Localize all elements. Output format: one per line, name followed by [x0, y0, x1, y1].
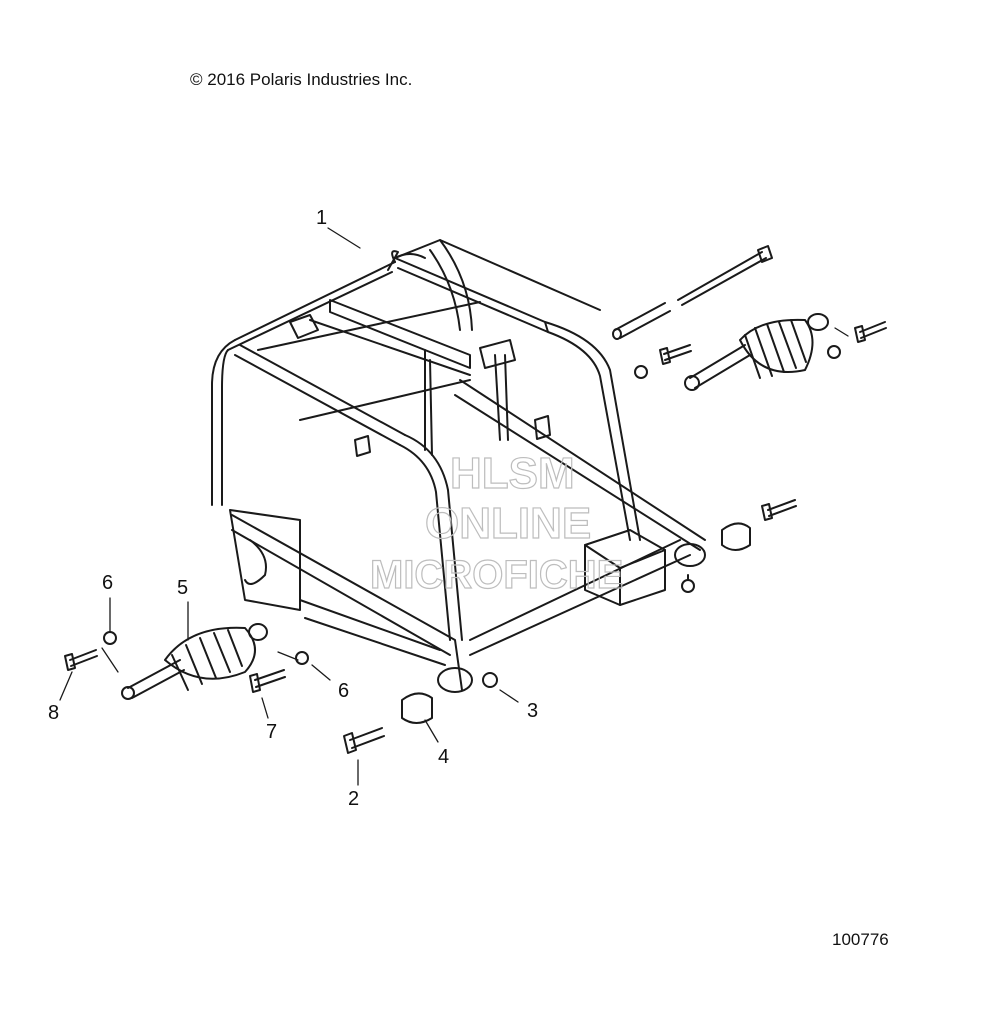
callout-4: 4 — [438, 746, 450, 768]
watermark-line-1: HLSM — [450, 449, 575, 498]
watermark-line-2: ONLINE — [425, 499, 591, 548]
callout-5: 5 — [177, 577, 189, 599]
through-bolt — [677, 245, 773, 306]
left-shock — [121, 623, 268, 700]
leader-lines — [59, 227, 849, 786]
callout-6-center: 6 — [338, 680, 350, 702]
pivot-tube — [612, 302, 671, 340]
callout-2: 2 — [348, 788, 360, 810]
copyright-text: © 2016 Polaris Industries Inc. — [190, 70, 413, 89]
right-shock — [684, 313, 829, 391]
watermark: HLSM ONLINE MICROFICHE — [369, 448, 624, 597]
callout-7: 7 — [266, 721, 278, 743]
callout-1: 1 — [316, 207, 328, 229]
left-hardware — [64, 631, 498, 754]
document-number: 100776 — [832, 930, 889, 949]
callout-6-left: 6 — [102, 572, 114, 594]
callout-8: 8 — [48, 702, 60, 724]
watermark-line-3: MICROFICHE — [370, 553, 623, 597]
right-hardware — [634, 321, 887, 593]
callout-3: 3 — [527, 700, 539, 722]
rear-frame — [211, 239, 706, 693]
